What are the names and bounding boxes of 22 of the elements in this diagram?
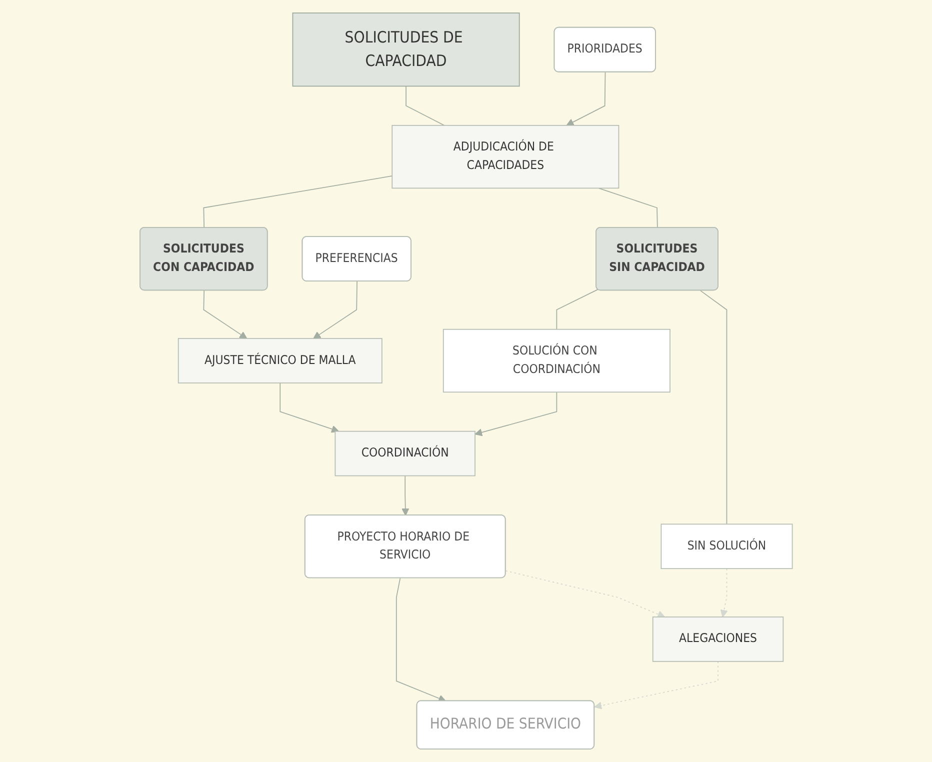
connector — [556, 289, 598, 330]
arrow — [280, 382, 339, 433]
arrow — [474, 392, 557, 436]
arrow — [566, 72, 606, 126]
node-box: ALEGACIONES — [652, 616, 784, 662]
arrow — [312, 280, 358, 339]
arrow — [396, 578, 446, 702]
connector — [405, 86, 445, 126]
arrow — [720, 568, 728, 618]
node-box: SOLUCIÓN CON COORDINACIÓN — [442, 328, 670, 393]
arrow — [505, 570, 665, 618]
node-box: AJUSTE TÉCNICO DE MALLA — [178, 338, 382, 384]
connector — [700, 290, 728, 525]
arrow — [594, 660, 718, 710]
arrow — [401, 475, 410, 516]
connector — [203, 176, 392, 228]
node-box: SOLICITUDES DE CAPACIDAD — [292, 12, 520, 87]
arrow — [203, 290, 248, 339]
node-box: SIN SOLUCIÓN — [660, 524, 793, 570]
node-box: COORDINACIÓN — [334, 430, 476, 476]
connector — [598, 188, 658, 228]
node-box: ADJUDICACIÓN DE CAPACIDADES — [392, 124, 620, 189]
